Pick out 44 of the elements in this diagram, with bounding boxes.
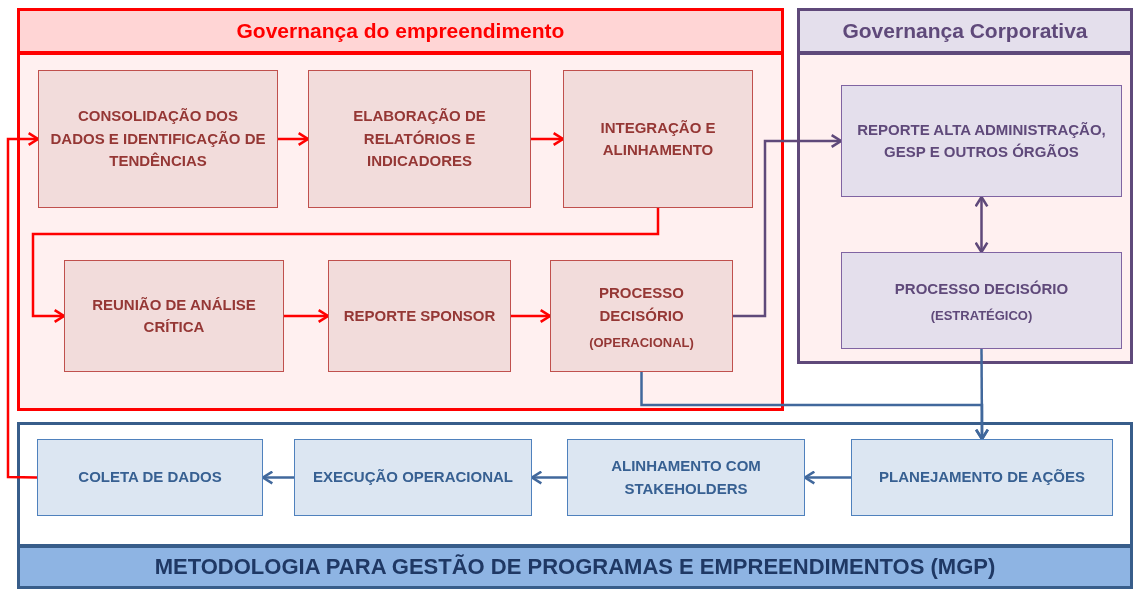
- group-heading: Governança Corporativa: [800, 11, 1130, 55]
- box-label: REPORTE ALTA ADMINISTRAÇÃO, GESP E OUTROS ÓRGÃOS: [856, 119, 1107, 162]
- box-label: PROCESSO DECISÓRIO: [894, 278, 1069, 299]
- box-note: (ESTRATÉGICO): [930, 308, 1033, 324]
- box-note: (OPERACIONAL): [589, 335, 694, 350]
- process-box: [567, 439, 805, 516]
- arrow: [640, 372, 990, 441]
- process-box: [37, 439, 263, 516]
- group-heading: METODOLOGIA PARA GESTÃO DE PROGRAMAS E EMPREENDIMENTOS (MGP): [20, 544, 1130, 586]
- arrow: [261, 470, 294, 485]
- box-label: ALINHAMENTO COM STAKEHOLDERS: [610, 456, 762, 499]
- process-box: [294, 439, 532, 516]
- box-label: REPORTE SPONSOR: [343, 305, 496, 326]
- box-label: CONSOLIDAÇÃO DOS DADOS E IDENTIFICAÇÃO DE TENDÊNCIAS: [49, 106, 267, 172]
- arrow: [31, 208, 660, 324]
- arrow: [511, 308, 552, 324]
- box-label: ELABORAÇÃO DE RELATÓRIOS E INDICADORES: [352, 106, 487, 172]
- process-box: [841, 252, 1122, 349]
- process-box: [841, 85, 1122, 197]
- group-container: [17, 422, 1133, 589]
- group-container: [17, 8, 784, 411]
- box-label: EXECUÇÃO OPERACIONAL: [313, 467, 513, 488]
- process-box: [328, 260, 511, 372]
- process-box: [851, 439, 1113, 516]
- arrow: [974, 195, 989, 254]
- process-box: [64, 260, 284, 372]
- arrow: [6, 131, 40, 479]
- group-heading: Governança do empreendimento: [20, 11, 781, 55]
- process-box: [308, 70, 531, 208]
- box-label: PROCESSO DECISÓRIO: [598, 283, 685, 326]
- arrow: [733, 133, 843, 318]
- box-label: PLANEJAMENTO DE AÇÕES: [879, 467, 1085, 488]
- arrow: [284, 308, 330, 324]
- box-label: COLETA DE DADOS: [78, 467, 222, 488]
- process-box: [38, 70, 278, 208]
- arrow: [530, 470, 567, 485]
- arrow: [278, 131, 310, 147]
- group-container: [797, 8, 1133, 364]
- box-label: REUNIÃO DE ANÁLISE CRÍTICA: [91, 294, 257, 337]
- process-box: [563, 70, 753, 208]
- box-label: INTEGRAÇÃO E ALINHAMENTO: [599, 117, 717, 160]
- arrow: [803, 470, 851, 485]
- arrow: [531, 131, 565, 147]
- process-box: [550, 260, 733, 372]
